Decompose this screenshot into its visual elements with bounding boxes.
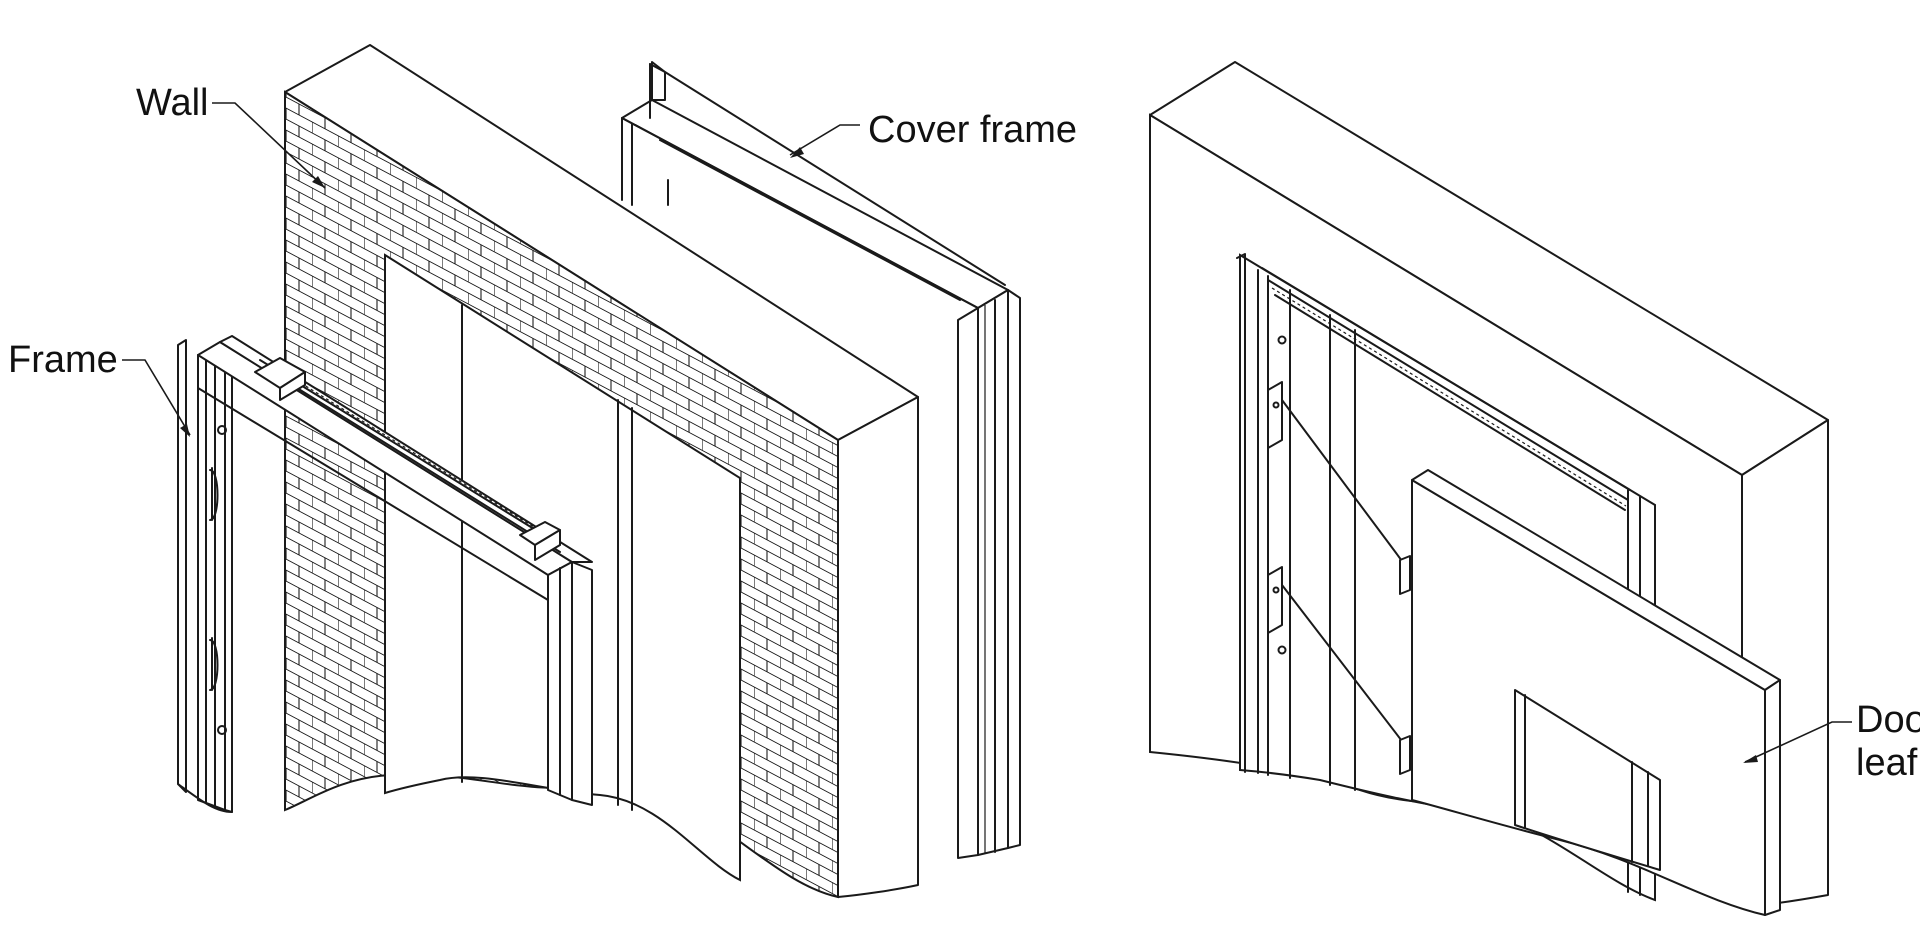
assembled-frame: [1236, 253, 1641, 896]
label-door-leaf-text-2: leaf: [1856, 742, 1918, 784]
label-wall: Wall: [136, 82, 326, 189]
label-door-leaf: Door leaf: [1743, 699, 1920, 784]
label-cover-frame: Cover frame: [789, 109, 1077, 158]
wall-side-face: [837, 396, 919, 898]
label-frame: Frame: [8, 339, 191, 437]
label-frame-text: Frame: [8, 339, 118, 381]
door-leaf: [1281, 399, 1781, 916]
cover-frame: [621, 61, 1021, 859]
label-cover-frame-text: Cover frame: [868, 109, 1077, 151]
door-frame: [177, 335, 593, 813]
label-door-leaf-text-1: Door: [1856, 699, 1920, 741]
label-wall-text: Wall: [136, 82, 208, 124]
wall-block: [284, 44, 919, 899]
